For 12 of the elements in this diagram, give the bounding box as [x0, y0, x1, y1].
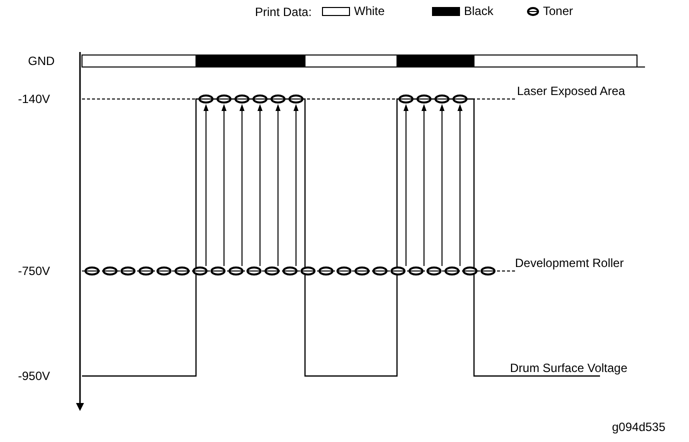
level-label: GND [28, 54, 55, 68]
level-label: -750V [18, 264, 50, 278]
level-label: -140V [18, 92, 50, 106]
legend-title: Print Data: [255, 5, 312, 19]
level-label: Laser Exposed Area [517, 84, 626, 98]
legend-label: Black [464, 4, 494, 18]
level-label: Developmemt Roller [515, 256, 624, 270]
legend-label: White [354, 4, 385, 18]
figure-code: g094d535 [612, 420, 666, 434]
level-label: -950V [18, 369, 50, 383]
legend-label: Toner [543, 4, 574, 18]
level-label: Drum Surface Voltage [510, 361, 628, 375]
